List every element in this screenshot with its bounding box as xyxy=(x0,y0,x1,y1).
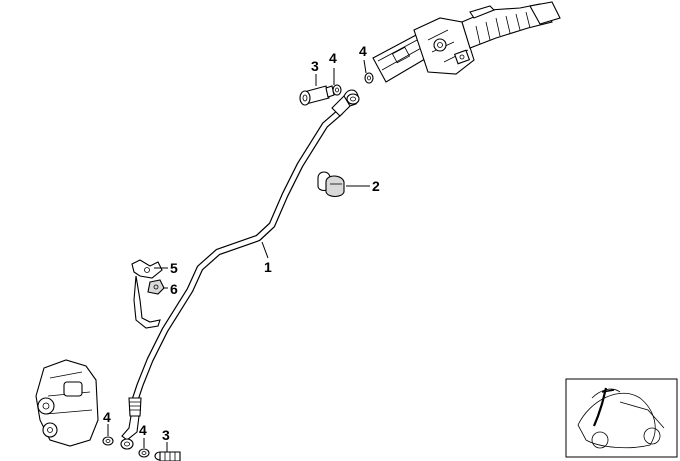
callout-3-bottom: 3 xyxy=(162,427,170,443)
handlebar-master-cylinder xyxy=(372,1,561,83)
hose-clip-part-2 xyxy=(317,171,345,198)
bracket-part-5 xyxy=(131,259,163,329)
callout-2: 2 xyxy=(372,178,380,194)
washer-bottom-right xyxy=(138,448,150,458)
motorcycle-inset-thumbnail xyxy=(565,378,678,458)
washer-top-right xyxy=(364,72,374,84)
leader-lines xyxy=(107,59,370,452)
washer-top-left xyxy=(332,84,342,96)
callout-5: 5 xyxy=(170,260,178,276)
callout-4-bottom-right: 4 xyxy=(139,422,147,438)
callout-4-top-right: 4 xyxy=(359,43,367,59)
callout-1: 1 xyxy=(264,259,272,275)
brake-caliper xyxy=(35,359,99,447)
banjo-bolt-top xyxy=(299,85,335,106)
callout-4-bottom-left: 4 xyxy=(103,409,111,425)
brake-hose-part-1 xyxy=(120,89,360,450)
washer-bottom-left xyxy=(102,436,114,446)
callout-6: 6 xyxy=(170,281,178,297)
callout-4-top-left: 4 xyxy=(329,50,337,66)
callout-3-top: 3 xyxy=(311,58,319,74)
banjo-bolt-bottom xyxy=(154,451,181,461)
nut-part-6 xyxy=(147,279,165,295)
